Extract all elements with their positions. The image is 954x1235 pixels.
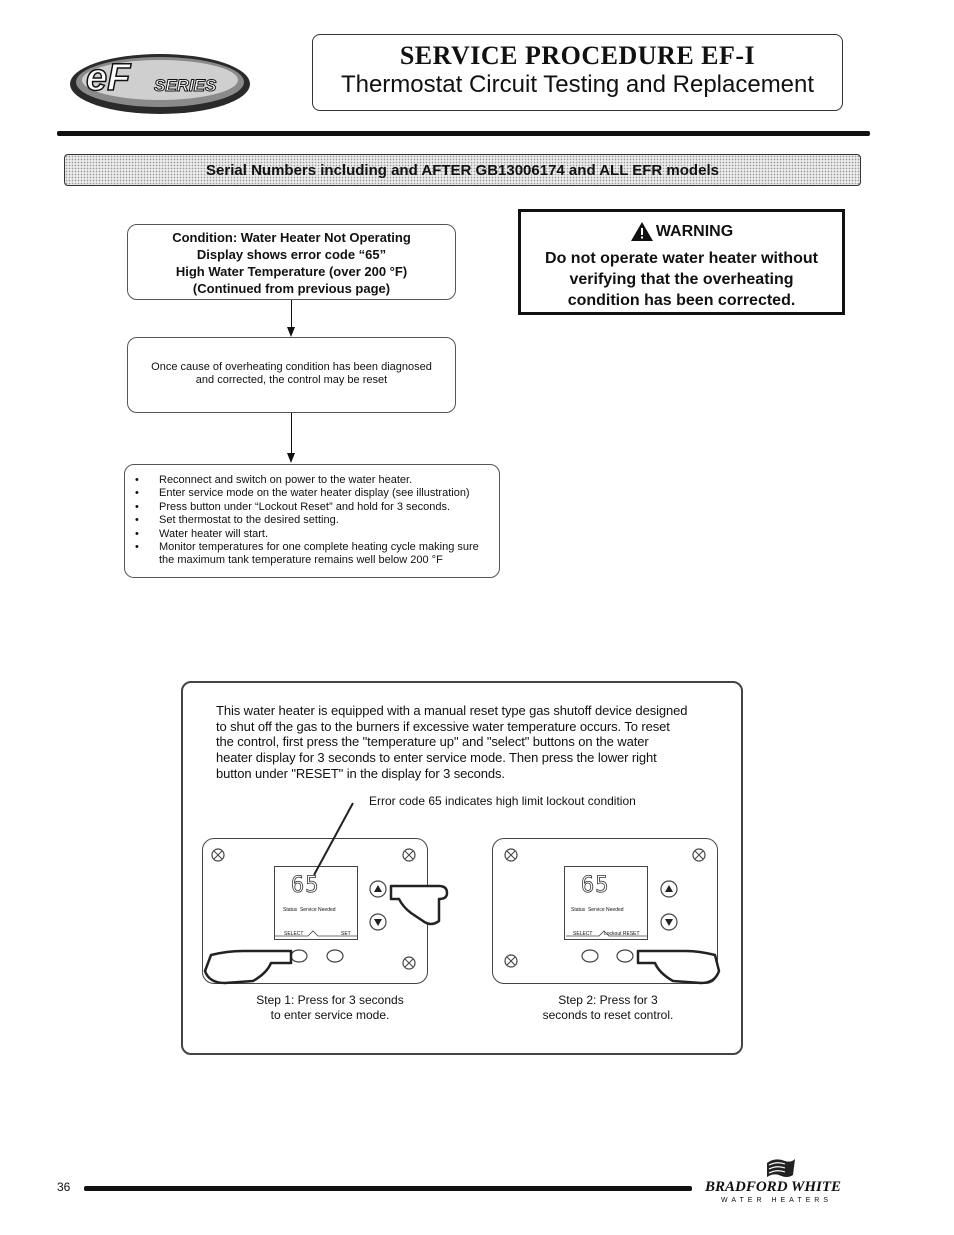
condition-box: Condition: Water Heater Not Operating Di… <box>127 224 456 300</box>
reset-line: Once cause of overheating condition has … <box>151 361 432 373</box>
steps-box: Reconnect and switch on power to the wat… <box>124 464 500 578</box>
caption-line: seconds to reset control. <box>542 1008 674 1022</box>
serial-number-banner: Serial Numbers including and AFTER GB130… <box>64 154 861 186</box>
illustration-drawing <box>203 802 721 985</box>
display-screen-step2: 65 Status Service Needed SELECT Lockout … <box>564 866 648 940</box>
illustration-line: heater display for 3 seconds to enter se… <box>216 750 657 766</box>
condition-line: Display shows error code “65” <box>196 247 387 262</box>
reset-info-box: Once cause of overheating condition has … <box>127 337 456 413</box>
step1-caption: Step 1: Press for 3 seconds to enter ser… <box>240 993 420 1023</box>
illustration-text: This water heater is equipped with a man… <box>216 703 721 782</box>
select-softkey-label: SELECT <box>573 931 593 937</box>
brand-name: BRADFORD WHITE <box>704 1179 841 1195</box>
step-item: Monitor temperatures for one complete he… <box>135 541 491 568</box>
illustration-line: to shut off the gas to the burners if ex… <box>216 718 670 734</box>
ef-series-logo: eF SERIES <box>70 54 250 114</box>
illustration-line: the control, first press the "temperatur… <box>216 734 649 750</box>
warning-line: Do not operate water heater without <box>545 250 818 267</box>
illustration-line: button under "RESET" in the display for … <box>216 765 505 781</box>
svg-text:SERIES: SERIES <box>154 76 217 95</box>
page-subtitle: Thermostat Circuit Testing and Replaceme… <box>340 71 815 98</box>
reset-illustration <box>181 681 743 1055</box>
step-item: Enter service mode on the water heater d… <box>135 487 491 501</box>
step-item: Set thermostat to the desired setting. <box>135 514 491 528</box>
status-label: Status <box>283 907 298 913</box>
flow-arrow-head <box>287 327 295 337</box>
step-item: Press button under “Lockout Reset” and h… <box>135 501 491 515</box>
warning-triangle-icon <box>630 222 653 241</box>
warning-title: WARNING <box>655 223 734 240</box>
condition-line: (Continued from previous page) <box>192 281 391 296</box>
page-number: 36 <box>57 1180 71 1194</box>
header-rule <box>57 131 870 136</box>
svg-text:eF: eF <box>86 57 132 99</box>
caption-line: Step 2: Press for 3 <box>558 993 658 1007</box>
step-item: Reconnect and switch on power to the wat… <box>135 474 491 488</box>
bradford-white-logo: BRADFORD WHITE WATER HEATERS <box>704 1159 841 1204</box>
status-label: Status <box>571 907 586 913</box>
steps-list: Reconnect and switch on power to the wat… <box>135 474 491 568</box>
warning-line: verifying that the overheating <box>569 271 794 288</box>
error-code-display: 65 <box>581 873 610 899</box>
reset-line: and corrected, the control may be reset <box>195 374 388 386</box>
status-value: Service Needed <box>587 907 624 913</box>
title-box: SERVICE PROCEDURE EF-I Thermostat Circui… <box>312 34 843 111</box>
brand-subtitle: WATER HEATERS <box>721 1197 832 1204</box>
page-title: SERVICE PROCEDURE EF-I <box>399 41 756 70</box>
step-item: Water heater will start. <box>135 528 491 542</box>
condition-line: Condition: Water Heater Not Operating <box>172 230 411 245</box>
set-softkey-label: SET <box>341 931 351 937</box>
status-value: Service Needed <box>299 907 336 913</box>
select-softkey-label: SELECT <box>284 931 304 937</box>
footer-rule <box>84 1186 692 1191</box>
condition-line: High Water Temperature (over 200 °F) <box>175 264 408 279</box>
illustration-line: This water heater is equipped with a man… <box>216 703 688 718</box>
step2-caption: Step 2: Press for 3 seconds to reset con… <box>518 993 698 1023</box>
caption-line: Step 1: Press for 3 seconds <box>256 993 404 1007</box>
warning-box: WARNING Do not operate water heater with… <box>518 209 845 315</box>
warning-line: condition has been corrected. <box>567 292 796 309</box>
lockout-reset-softkey-label: Lockout RESET <box>604 931 640 937</box>
display-screen-step1: 65 Status Service Needed SELECT SET <box>274 866 358 940</box>
caption-line: to enter service mode. <box>270 1008 390 1022</box>
callout-pointer <box>313 802 354 876</box>
warning-heading: WARNING <box>630 221 733 242</box>
flow-arrow-line <box>291 413 292 454</box>
error-code-callout: Error code 65 indicates high limit locko… <box>369 794 636 808</box>
error-code-display: 65 <box>291 873 320 899</box>
flow-arrow-head <box>287 453 295 463</box>
flow-arrow-line <box>291 300 292 327</box>
